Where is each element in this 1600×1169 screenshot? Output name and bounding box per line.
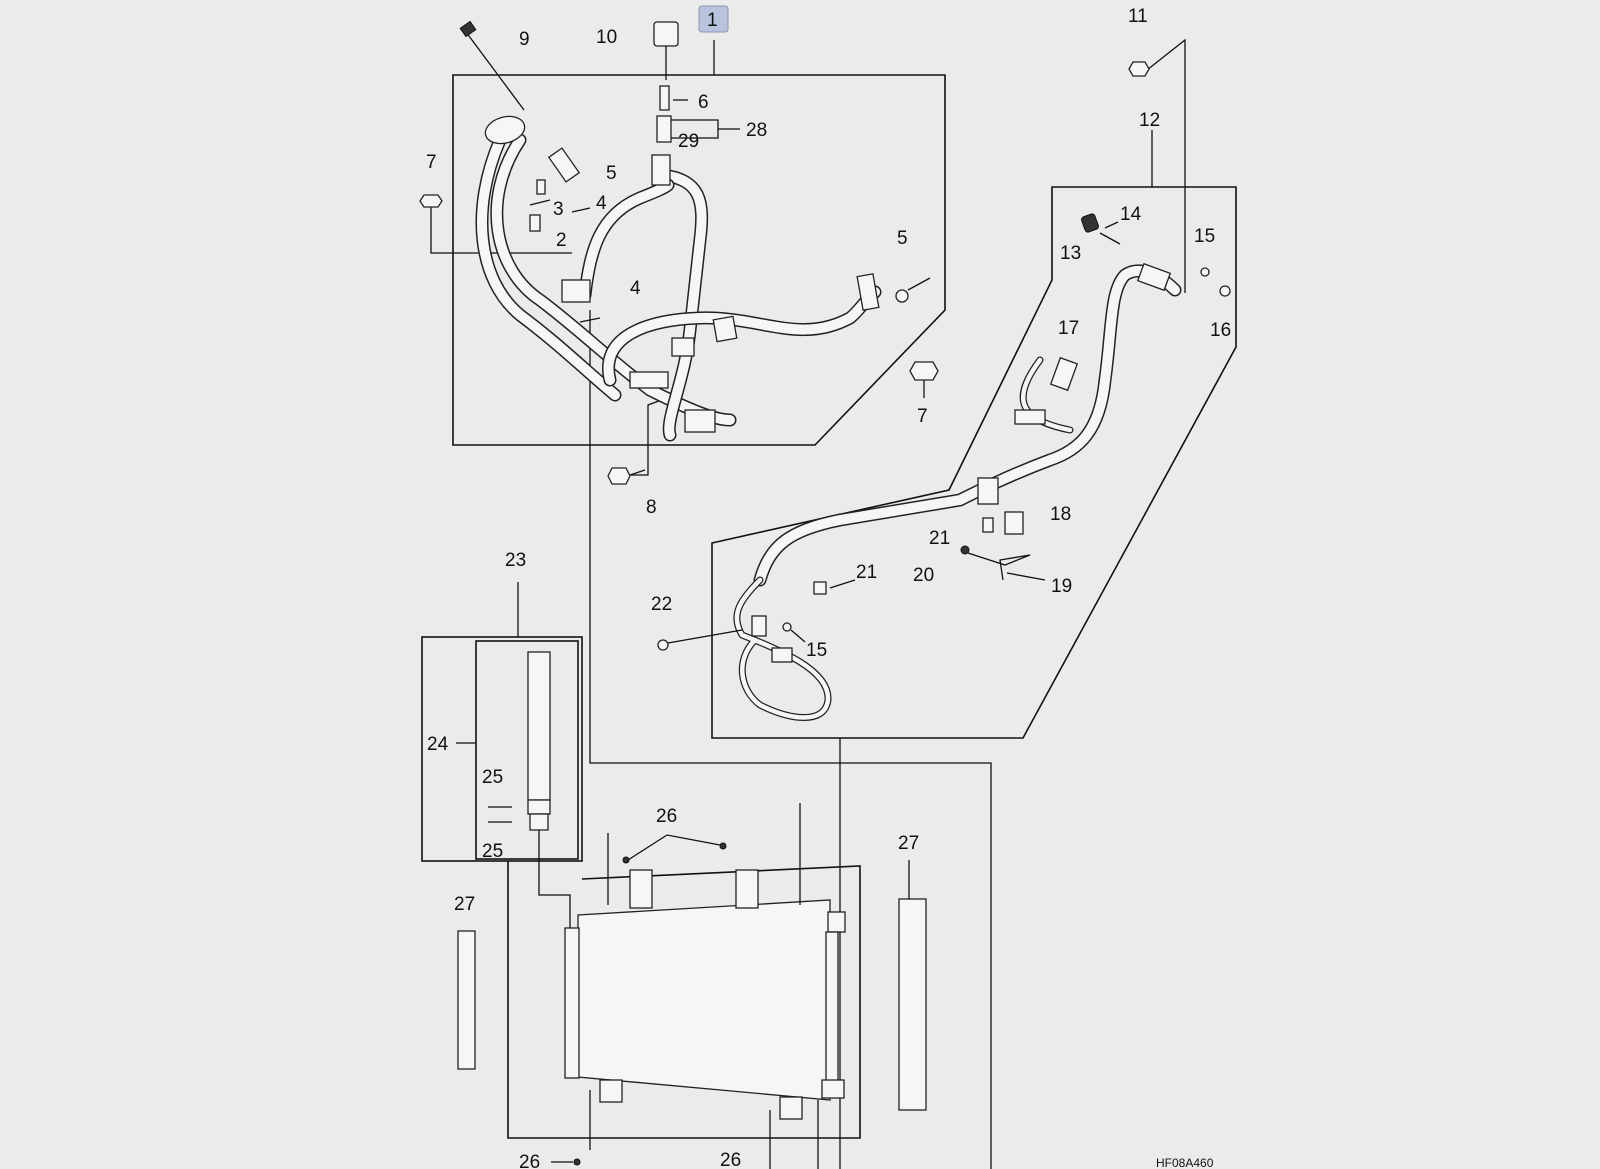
callout-7-right[interactable]: 7 bbox=[917, 406, 928, 427]
callout-6[interactable]: 6 bbox=[698, 92, 709, 113]
callout-24[interactable]: 24 bbox=[427, 734, 449, 755]
callout-4-top[interactable]: 4 bbox=[596, 193, 607, 214]
nut-11 bbox=[1128, 61, 1150, 77]
callout-25-bottom[interactable]: 25 bbox=[482, 841, 503, 862]
callout-9[interactable]: 9 bbox=[519, 29, 530, 50]
callout-18[interactable]: 18 bbox=[1050, 504, 1071, 525]
cap-10 bbox=[653, 21, 679, 80]
suction-pipe-assembly bbox=[475, 115, 882, 442]
clip-21 bbox=[813, 517, 994, 595]
callout-15-top[interactable]: 15 bbox=[1194, 226, 1215, 247]
callout-29[interactable]: 29 bbox=[678, 131, 699, 152]
callout-15-bottom[interactable]: 15 bbox=[806, 640, 827, 661]
bolt-20-bracket-19 bbox=[960, 545, 1046, 581]
callout-28[interactable]: 28 bbox=[746, 120, 767, 141]
o-ring-5-right bbox=[895, 277, 931, 303]
callout-22[interactable]: 22 bbox=[651, 594, 672, 615]
group-frame-12 bbox=[711, 186, 1237, 739]
callout-26-bottom-left[interactable]: 26 bbox=[519, 1152, 540, 1169]
callout-25-top[interactable]: 25 bbox=[482, 767, 503, 788]
valve-core-6 bbox=[659, 85, 688, 111]
callout-21-left[interactable]: 21 bbox=[856, 562, 877, 583]
callout-1-highlight bbox=[698, 5, 729, 33]
callout-26-top[interactable]: 26 bbox=[656, 806, 677, 827]
grommet-22 bbox=[657, 629, 743, 651]
callout-1[interactable]: 1 bbox=[707, 10, 718, 31]
callout-21-right[interactable]: 21 bbox=[929, 528, 950, 549]
group-frame-23 bbox=[421, 636, 583, 862]
callout-23[interactable]: 23 bbox=[505, 550, 526, 571]
callout-2[interactable]: 2 bbox=[556, 230, 567, 251]
callout-13[interactable]: 13 bbox=[1060, 243, 1081, 264]
cap-13 bbox=[1081, 213, 1099, 233]
leader-1-to-condenser bbox=[589, 310, 992, 1169]
callout-14[interactable]: 14 bbox=[1120, 204, 1142, 225]
callout-5-right[interactable]: 5 bbox=[897, 228, 908, 249]
callout-26-bottom-right[interactable]: 26 bbox=[720, 1150, 741, 1169]
callout-4-mid[interactable]: 4 bbox=[630, 278, 641, 299]
callout-16[interactable]: 16 bbox=[1210, 320, 1231, 341]
nut-7-left bbox=[419, 194, 443, 208]
nut-7-right bbox=[909, 361, 939, 398]
o-ring-15-16 bbox=[782, 267, 1231, 643]
callout-11[interactable]: 11 bbox=[1128, 6, 1148, 27]
callout-19[interactable]: 19 bbox=[1051, 576, 1072, 597]
valve-core-14 bbox=[1099, 221, 1121, 245]
bolt-9 bbox=[459, 20, 525, 111]
leader-7-left bbox=[430, 205, 572, 254]
callout-12[interactable]: 12 bbox=[1139, 110, 1160, 131]
seal-27-right bbox=[898, 860, 927, 1111]
receiver-drier bbox=[488, 651, 571, 928]
condenser-frame bbox=[507, 861, 861, 1139]
discharge-pipe-assembly bbox=[733, 262, 1182, 721]
diagram-code: HF08A460 bbox=[1156, 1156, 1214, 1169]
group-frame-24 bbox=[475, 640, 579, 860]
callout-20[interactable]: 20 bbox=[913, 565, 934, 586]
callout-27-left[interactable]: 27 bbox=[454, 894, 475, 915]
seal-27-left bbox=[457, 930, 476, 1070]
leader-11 bbox=[1146, 38, 1186, 293]
callout-10[interactable]: 10 bbox=[596, 27, 617, 48]
valve-29 bbox=[656, 115, 672, 143]
group-frame-1 bbox=[452, 74, 946, 446]
callout-3[interactable]: 3 bbox=[553, 199, 564, 220]
callout-5-left[interactable]: 5 bbox=[606, 163, 617, 184]
callout-7-left[interactable]: 7 bbox=[426, 152, 437, 173]
condenser bbox=[551, 803, 846, 1169]
callout-17[interactable]: 17 bbox=[1058, 318, 1079, 339]
callout-8[interactable]: 8 bbox=[646, 497, 657, 518]
callout-27-right[interactable]: 27 bbox=[898, 833, 919, 854]
bolt-8 bbox=[607, 467, 646, 485]
o-ring-4-3 bbox=[529, 179, 601, 323]
